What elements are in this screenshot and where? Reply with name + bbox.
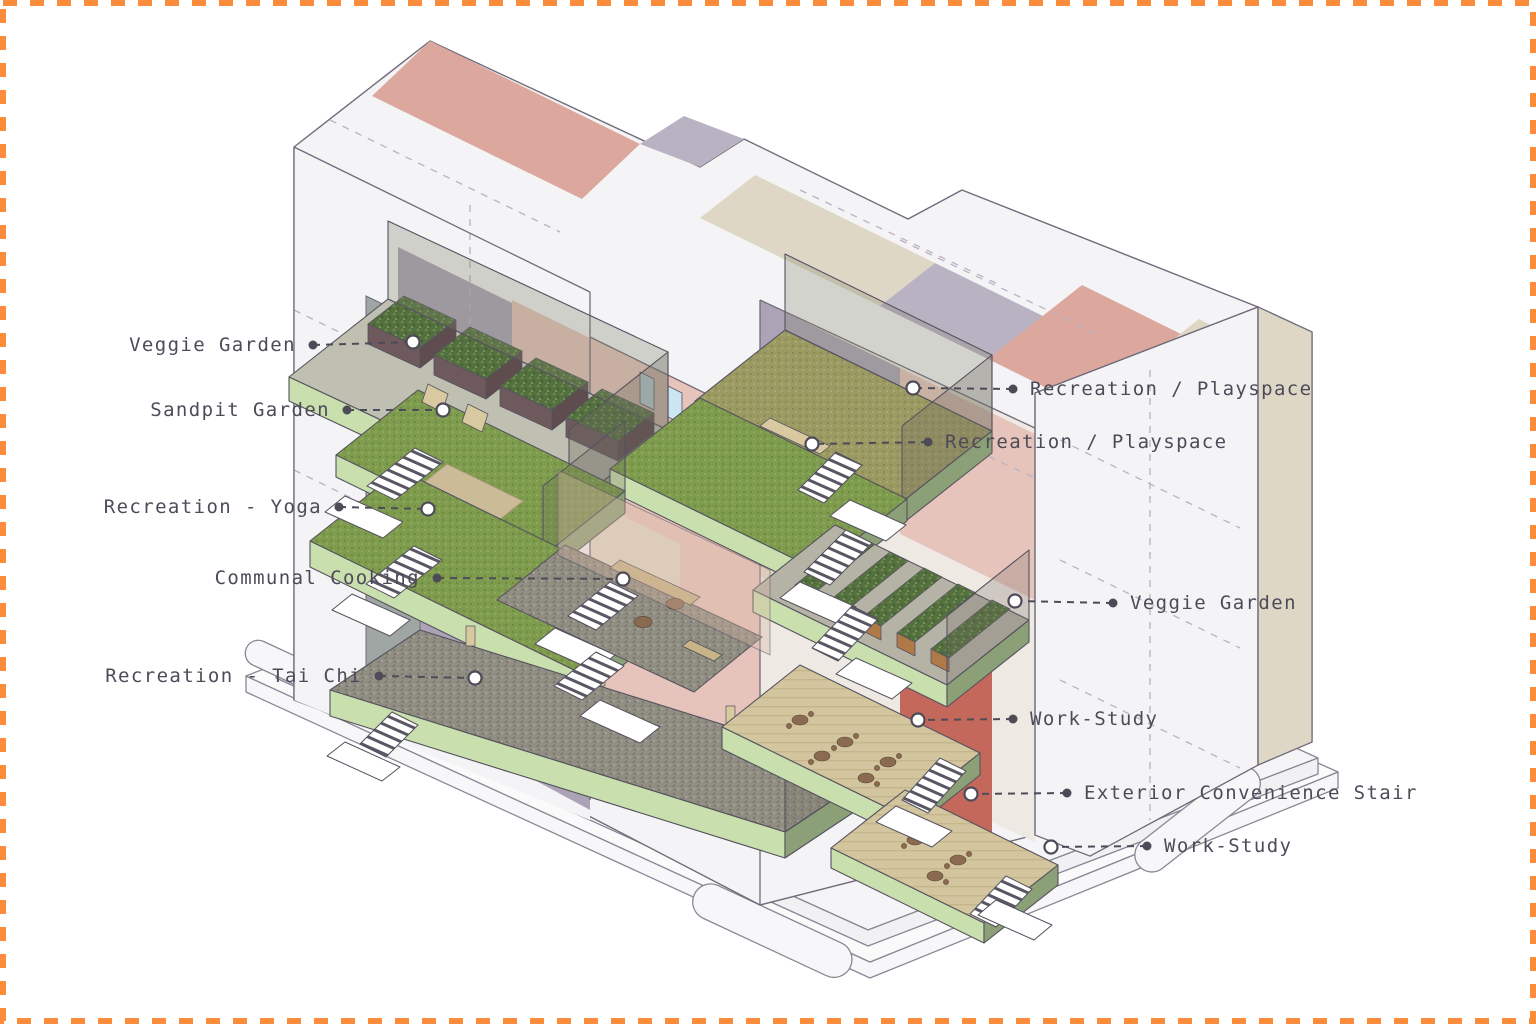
label-communal-cooking: Communal Cooking bbox=[214, 567, 420, 589]
label-work-study-lower: Work-Study bbox=[1164, 835, 1293, 857]
label-veggie-garden-right: Veggie Garden bbox=[1130, 592, 1297, 614]
label-recreation-tai-chi: Recreation - Tai Chi bbox=[105, 665, 362, 687]
label-sandpit-garden: Sandpit Garden bbox=[150, 399, 330, 421]
label-veggie-garden-left: Veggie Garden bbox=[129, 334, 296, 356]
label-exterior-convenience-stair: Exterior Convenience Stair bbox=[1084, 782, 1418, 804]
label-work-study-upper: Work-Study bbox=[1030, 708, 1159, 730]
label-recreation-yoga: Recreation - Yoga bbox=[103, 496, 322, 518]
label-recreation-playspace-1: Recreation / Playspace bbox=[1030, 378, 1313, 400]
label-recreation-playspace-2: Recreation / Playspace bbox=[945, 431, 1228, 453]
